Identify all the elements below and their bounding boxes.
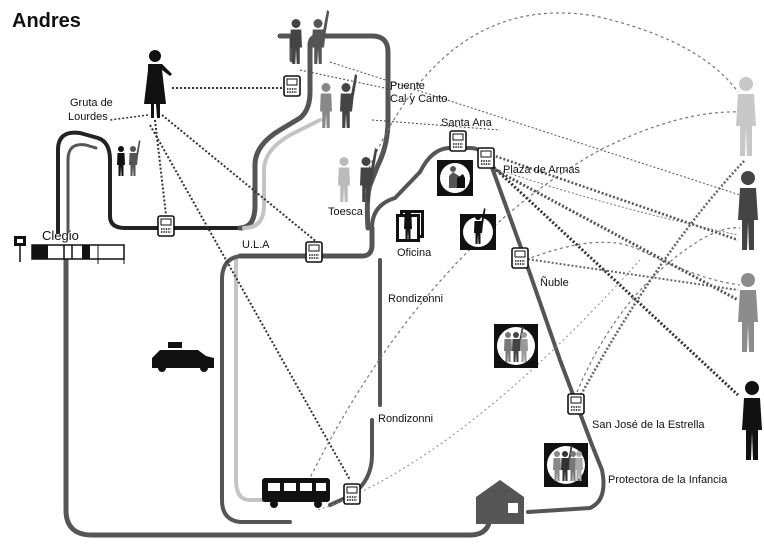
card-validator-icon [477, 147, 495, 169]
label-puente-1: Puente [390, 80, 425, 92]
label-rondizonni-1: Rondizonni [388, 293, 443, 305]
scene-badges [396, 160, 588, 487]
person-figure-icon [129, 140, 141, 176]
label-santa-ana: Santa Ana [441, 117, 493, 129]
dotted-connections [109, 12, 746, 511]
route-gruta-loop [56, 130, 242, 234]
clegio-label: Clegio [42, 228, 79, 243]
card-validator-icon [157, 215, 175, 237]
person-figure-icon [338, 157, 350, 202]
house-icon [476, 480, 524, 524]
card-validator-icon [283, 75, 301, 97]
person-figure-icon [736, 77, 756, 156]
route-inner-dark [220, 254, 292, 524]
circular-scene-badge-icon [437, 160, 473, 196]
label-puente-2: Cal y Canto [390, 93, 447, 105]
place-labels: Gruta de Lourdes U.L.A Puente Cal y Cant… [68, 80, 728, 486]
person-figure-icon [738, 171, 758, 250]
clegio-stop: Clegio [14, 228, 125, 264]
label-protectora: Protectora de la Infancia [608, 474, 728, 486]
person-figure-icon [340, 74, 358, 128]
circular-scene-badge-icon [494, 324, 538, 368]
label-rondizonni-2: Rondizonni [378, 413, 433, 425]
circular-scene-badge-icon [460, 208, 496, 250]
woman-figure-icon [144, 50, 172, 118]
taxi-icon [152, 342, 214, 372]
person-figure-icon [320, 83, 332, 128]
label-ula: U.L.A [242, 239, 270, 251]
card-validator-icon [511, 247, 529, 269]
label-oficina: Oficina [397, 247, 432, 259]
person-figure-icon [738, 273, 758, 352]
label-nuble: Ñuble [540, 276, 569, 289]
office-icon [396, 210, 424, 242]
route-upper-light [242, 118, 322, 230]
page-title: Andres [12, 10, 81, 32]
label-plaza-de-armas: Plaza de Armas [503, 164, 581, 176]
right-figures [736, 77, 762, 460]
label-toesca: Toesca [328, 206, 364, 218]
circular-scene-badge-icon [544, 443, 588, 487]
route-inner-light [234, 256, 302, 502]
card-validator-icon [449, 130, 467, 152]
label-gruta-2: Lourdes [68, 111, 108, 123]
route-ula-road [237, 225, 375, 259]
label-gruta-1: Gruta de [70, 97, 113, 109]
card-validator-icon [343, 483, 361, 505]
map-figures [117, 10, 378, 202]
card-validator-icon [305, 241, 323, 263]
card-validator-icon [567, 393, 585, 415]
bus-icon [262, 478, 330, 508]
route-oficina-branch [370, 146, 472, 230]
route-rondizonni [328, 258, 382, 507]
person-figure-icon [742, 381, 762, 460]
label-san-jose: San José de la Estrella [592, 419, 705, 431]
person-figure-icon [117, 146, 125, 176]
